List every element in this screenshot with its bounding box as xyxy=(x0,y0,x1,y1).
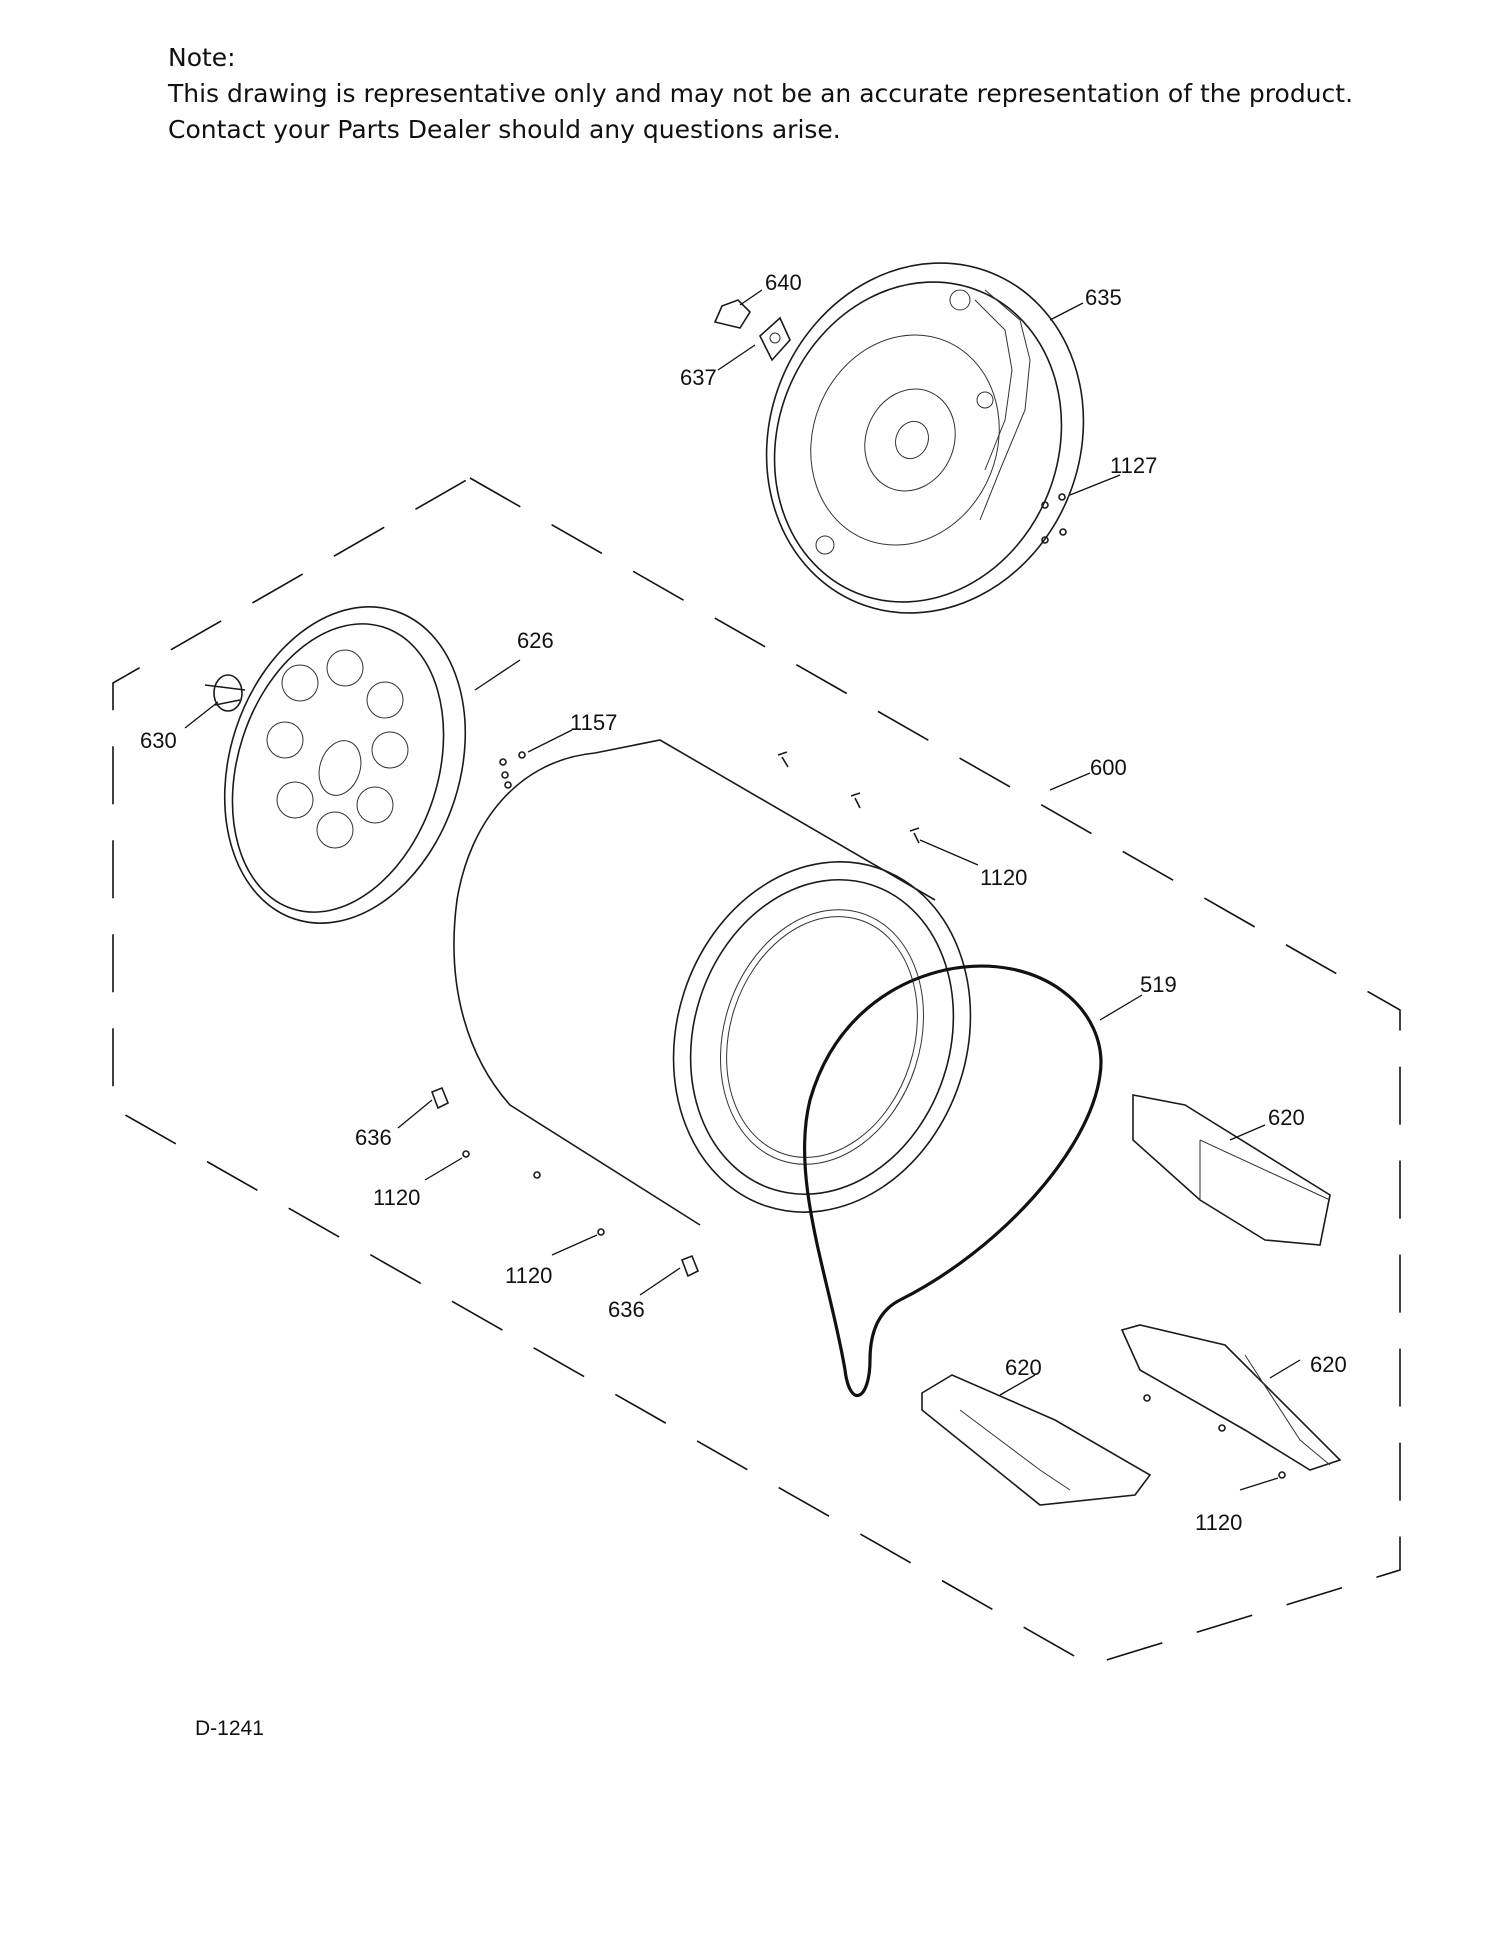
callout-630: 630 xyxy=(140,728,177,753)
baffle-620-lower xyxy=(1120,1324,1342,1471)
drum-600 xyxy=(453,739,972,1226)
drum-screws-1120 xyxy=(777,751,920,844)
screws-1127 xyxy=(1041,493,1067,544)
note-line-1: This drawing is representative only and … xyxy=(168,79,1354,108)
callout-1120-left: 1120 xyxy=(373,1185,420,1210)
rear-bulkhead-635 xyxy=(765,262,1085,614)
callout-626: 626 xyxy=(517,628,554,653)
front-ring-626 xyxy=(223,606,467,924)
callout-620-lower: 620 xyxy=(1310,1352,1347,1377)
bearing-630 xyxy=(204,674,246,712)
note-block: Note: This drawing is representative onl… xyxy=(168,40,1353,148)
diagram-code: D-1241 xyxy=(195,1717,264,1740)
screws-1157 xyxy=(499,751,526,789)
screws-1120-lower xyxy=(462,1150,1286,1479)
callout-640: 640 xyxy=(765,270,802,295)
callout-637: 637 xyxy=(680,365,717,390)
callout-1120-bottom: 1120 xyxy=(1195,1510,1242,1535)
callout-519: 519 xyxy=(1140,972,1177,997)
assembly-boundary xyxy=(112,477,1401,1666)
callout-635: 635 xyxy=(1085,285,1122,310)
callout-620-right: 620 xyxy=(1268,1105,1305,1130)
note-line-2: Contact your Parts Dealer should any que… xyxy=(168,115,841,144)
callout-1157: 1157 xyxy=(570,710,617,735)
note-heading: Note: xyxy=(168,43,236,72)
clip-636-bottom xyxy=(680,1254,700,1278)
callout-620-mid: 620 xyxy=(1005,1355,1042,1380)
leader-lines xyxy=(184,289,1301,1491)
baffle-620-right xyxy=(1132,1094,1331,1246)
callout-636-bottom: 636 xyxy=(608,1297,645,1322)
clip-640 xyxy=(713,299,752,329)
callout-1120-mid: 1120 xyxy=(505,1263,552,1288)
callout-1127: 1127 xyxy=(1110,453,1157,478)
clip-636-left xyxy=(430,1086,450,1110)
callout-636-left: 636 xyxy=(355,1125,392,1150)
baffle-620-mid xyxy=(921,1374,1152,1506)
plate-637 xyxy=(759,316,791,362)
callout-1120-top: 1120 xyxy=(980,865,1027,890)
belt-519 xyxy=(802,964,1103,1397)
callout-600: 600 xyxy=(1090,755,1127,780)
